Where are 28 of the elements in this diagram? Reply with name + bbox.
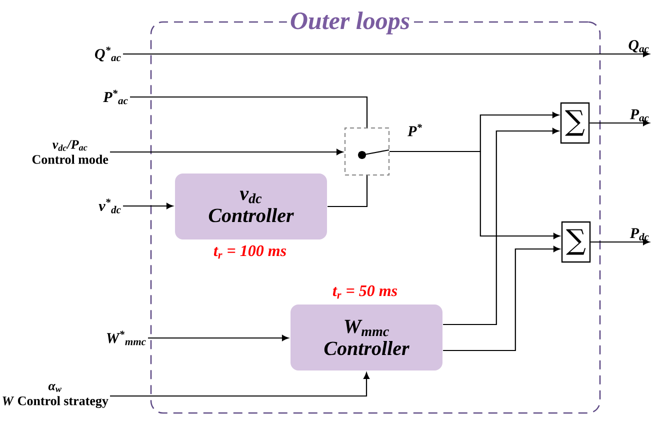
- arrow: [590, 238, 650, 245]
- arrow: [443, 246, 560, 352]
- arrow: [148, 334, 289, 341]
- output-label: P$_{ac}$: [630, 109, 649, 122]
- summing-block: ∑: [561, 221, 591, 263]
- controller-block: v$_{dc}$ Controller: [175, 174, 327, 240]
- response-time-label: t$_{r}$ = 100 ms: [214, 245, 286, 259]
- output-label: Q$_{ac}$: [628, 40, 649, 52]
- edge-label: P$^{*}$: [406, 122, 424, 138]
- response-time-label: t$_{r}$ = 50 ms: [332, 285, 398, 299]
- input-label: v$^{*}$dc: [98, 198, 121, 214]
- arrow: [110, 148, 344, 155]
- input-label: Q$^{*}$ac: [95, 46, 121, 62]
- arrow: [123, 50, 650, 57]
- input-label: W$^{*}$mmc: [106, 330, 146, 346]
- summing-block: ∑: [560, 102, 590, 144]
- arrow: [590, 120, 650, 126]
- input-label: α$_{w}$ W Control strategy: [2, 384, 108, 408]
- arrow: [390, 150, 560, 239]
- arrow: [110, 372, 370, 397]
- controller-block: W$_{mmc}$ Controller: [290, 304, 442, 370]
- selector-switch: [344, 128, 390, 176]
- input-label: P$^{*}$ac: [103, 90, 128, 104]
- arrow: [123, 202, 174, 209]
- input-label: v$_{dc}$/P$_{ac}$ Control mode: [32, 140, 108, 164]
- arrow: [443, 128, 559, 326]
- output-label: P$_{dc}$: [630, 228, 649, 240]
- arrow: [328, 176, 368, 208]
